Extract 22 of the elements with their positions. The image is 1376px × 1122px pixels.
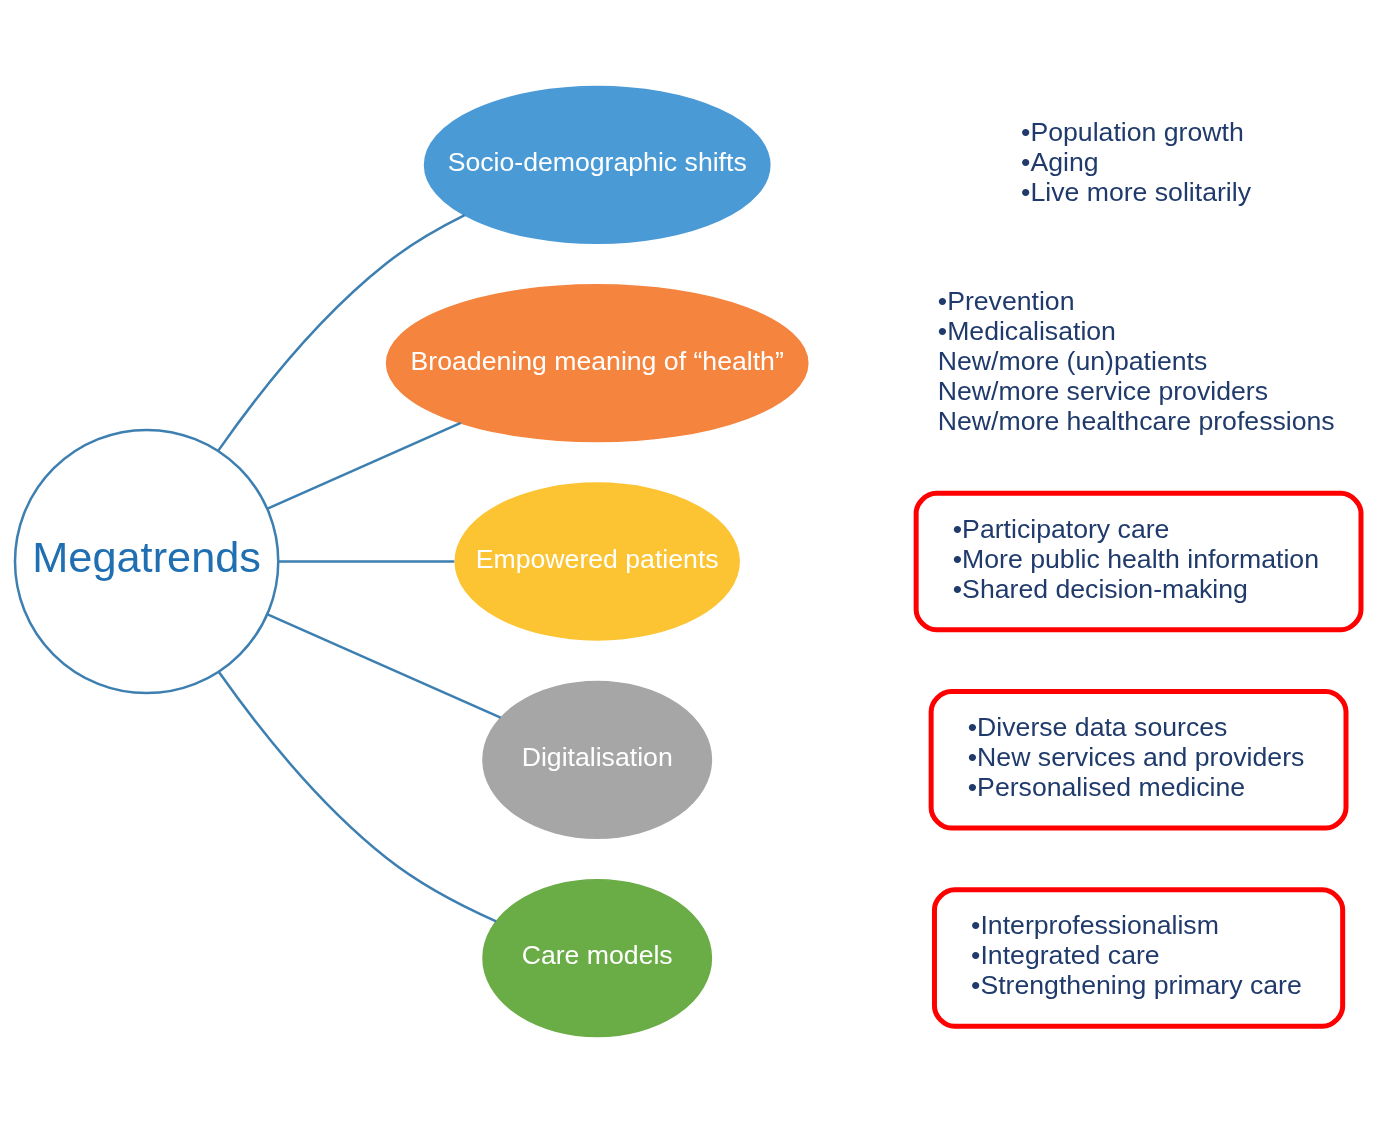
- node-label: New/more (un)patients: [937, 345, 1208, 376]
- node-ellipse: Broadening meaning of “health”: [385, 283, 809, 442]
- node-box: •Interprofessionalism •Integrated care •Strengthening primary care: [931, 886, 1346, 1029]
- node-label: •Prevention: [937, 285, 1075, 316]
- node-label: •Medicalisation: [937, 315, 1116, 346]
- node-ellipse: Care models: [482, 878, 713, 1037]
- node-ellipse: Socio-demographic shifts: [423, 85, 771, 244]
- connector: [278, 559, 455, 563]
- node-circle: Megatrends: [13, 428, 280, 694]
- node-label: New/more service providers: [937, 375, 1268, 406]
- connector: [217, 670, 497, 923]
- connector: [217, 213, 466, 451]
- node-label: •Live more solitarily: [1021, 176, 1252, 207]
- connector: [267, 612, 502, 719]
- node-label: •Aging: [1021, 146, 1099, 177]
- node-box: •Participatory care •More public health information •Shared decision-making: [913, 490, 1364, 632]
- node-label: New/more healthcare professions: [937, 405, 1335, 436]
- node-label: •Population growth: [1021, 116, 1244, 147]
- connector: [267, 421, 462, 510]
- node-box: •Diverse data sources •New services and providers •Personalised medicine: [928, 688, 1349, 831]
- node-ellipse: Empowered patients: [454, 481, 740, 641]
- node-ellipse: Digitalisation: [482, 680, 713, 839]
